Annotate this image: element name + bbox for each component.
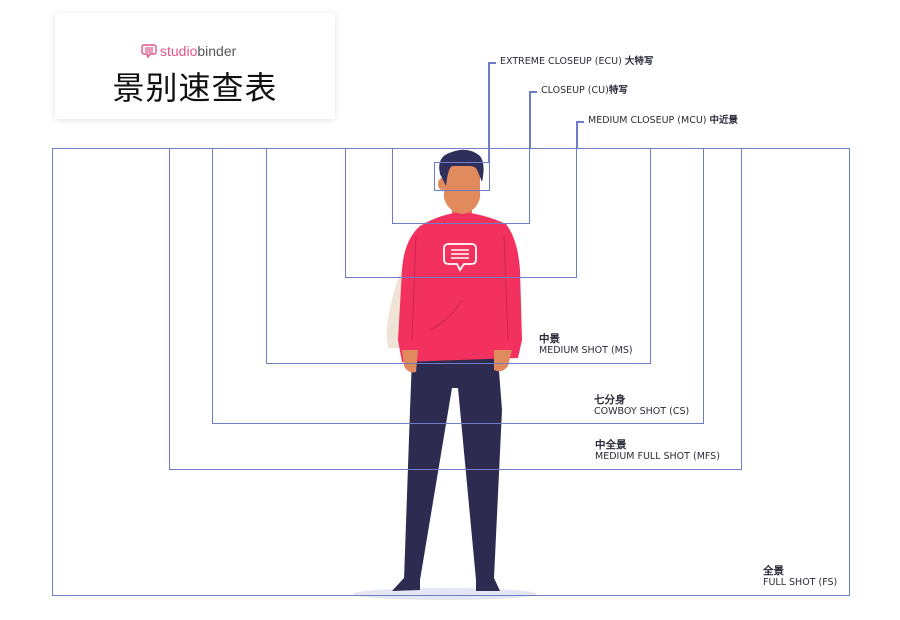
brand-binder: binder <box>197 43 237 59</box>
shirt-logo-icon <box>443 243 477 272</box>
chat-bubble-icon <box>141 44 157 59</box>
label-mcu: MEDIUM CLOSEUP (MCU) 中近景 <box>588 115 739 126</box>
leader-mcu <box>576 121 578 149</box>
label-mfs: 中全景 MEDIUM FULL SHOT (MFS) <box>595 439 720 462</box>
right-shoe <box>476 578 500 591</box>
frame-fs <box>52 148 850 596</box>
leader-cu <box>529 91 531 149</box>
leader-cu-tick <box>529 91 537 93</box>
frame-ms <box>266 148 651 364</box>
left-shoe <box>392 578 420 591</box>
frame-mcu <box>345 148 577 278</box>
label-ecu: EXTREME CLOSEUP (ECU) 大特写 <box>500 56 654 67</box>
label-cu: CLOSEUP (CU)特写 <box>541 85 628 96</box>
leader-ecu-tick <box>488 62 496 64</box>
hair <box>439 149 484 186</box>
label-cs: 七分身 COWBOY SHOT (CS) <box>594 394 690 417</box>
left-hand <box>402 350 418 373</box>
pants <box>404 358 502 580</box>
frame-ecu <box>434 162 490 191</box>
leader-ecu <box>488 62 490 162</box>
label-fs: 全景 FULL SHOT (FS) <box>763 565 838 588</box>
leader-mcu-tick <box>576 121 584 123</box>
shirt <box>398 212 522 362</box>
brand-studio: studio <box>160 43 198 59</box>
page-title: 景别速查表 <box>112 69 278 107</box>
face <box>444 158 480 214</box>
frame-mfs <box>169 148 742 470</box>
right-hand <box>494 350 512 372</box>
frame-cs <box>212 148 704 424</box>
frame-cu <box>392 148 530 224</box>
label-ms: 中景 MEDIUM SHOT (MS) <box>539 333 633 356</box>
